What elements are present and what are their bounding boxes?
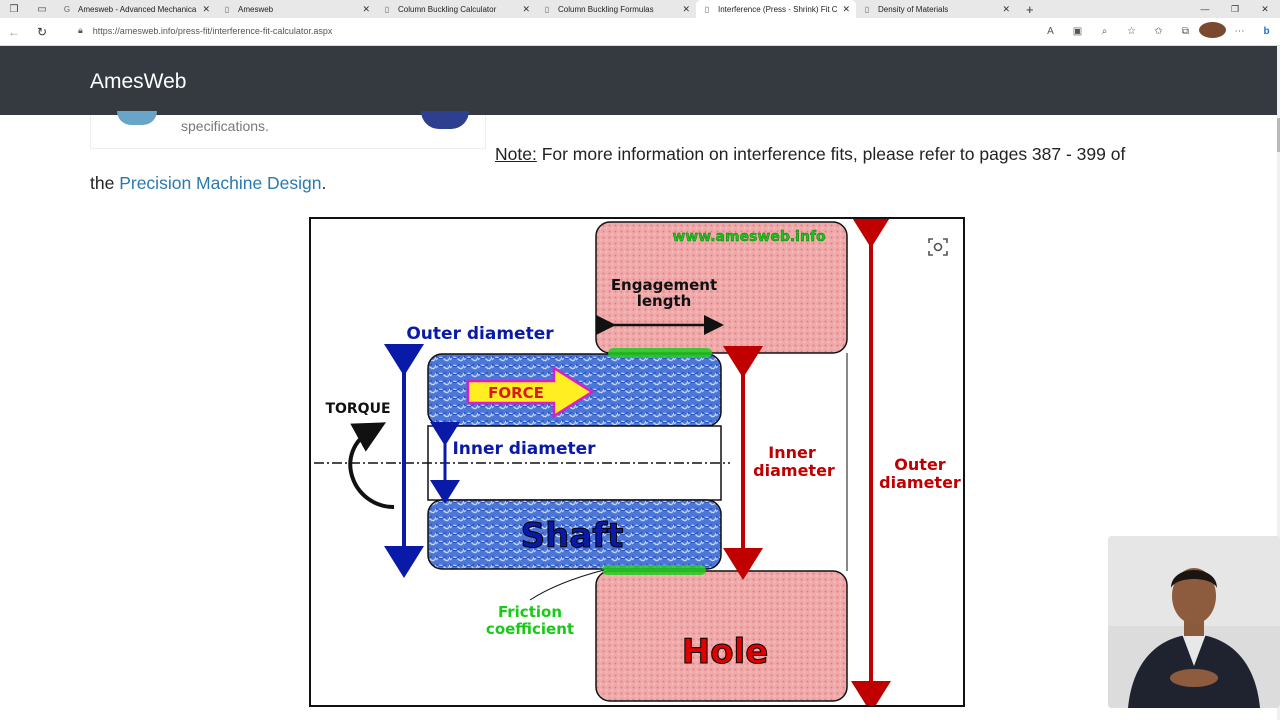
torque-label: TORQUE (325, 401, 390, 417)
force-arrow (466, 365, 595, 419)
torque-arrow (348, 422, 395, 509)
window-controls: — ❐ ✕ (1190, 0, 1280, 18)
scrollbar-thumb[interactable] (1277, 118, 1280, 152)
note-paragraph-line2: the Precision Machine Design. (90, 173, 327, 193)
browser-tab[interactable]: ▯Column Buckling Calculator✕ (376, 0, 536, 18)
note-label: Note: (495, 144, 537, 164)
hole-inner-diameter-label-line2: diameter (753, 461, 835, 480)
lock-icon[interactable]: 🔒︎ (78, 25, 83, 35)
engagement-label-line1: Engagement (611, 276, 717, 294)
workspaces-icon[interactable]: ❒ (9, 3, 19, 15)
card-text: specifications. (181, 118, 269, 134)
read-aloud-icon[interactable]: A (1047, 26, 1054, 37)
profile-icon[interactable] (1199, 22, 1226, 41)
bing-icon[interactable]: b (1263, 26, 1270, 37)
friction-label-line1: Friction (498, 603, 562, 621)
page-icon: ▯ (544, 4, 550, 14)
force-label: FORCE (488, 384, 544, 402)
note-paragraph: Note: For more information on interferen… (495, 144, 1125, 165)
hole-inner-diameter-label-line1: Inner (768, 443, 816, 462)
collections-icon[interactable]: ⧉ (1181, 26, 1190, 37)
browser-tab[interactable]: ▯Density of Materials✕ (856, 0, 1016, 18)
tab-actions-icon[interactable]: ▭ (37, 3, 47, 15)
shaft-lower-body (427, 499, 722, 570)
close-tab-icon[interactable]: ✕ (1002, 3, 1010, 14)
favorites-icon[interactable]: ✩ (1154, 26, 1163, 37)
card-image (117, 111, 157, 125)
hole-lower-block (595, 570, 848, 702)
site-header: AmesWeb (0, 46, 1277, 115)
note-text: For more information on interference fit… (536, 144, 1126, 164)
close-window-icon[interactable]: ✕ (1261, 3, 1269, 14)
close-tab-icon[interactable]: ✕ (202, 3, 210, 14)
watermark-text: www.amesweb.info (672, 229, 826, 245)
page-icon: ▯ (224, 4, 230, 14)
google-icon: G (63, 4, 71, 14)
site-logo[interactable]: AmesWeb (90, 70, 187, 93)
interference-fit-diagram: www.amesweb.info Engagement length Outer… (309, 217, 965, 707)
address-bar: ← ↻ 🔒︎ https://amesweb.info/press-fit/in… (0, 18, 1280, 46)
browser-toolbar: A ▣ ⌕ ☆ ✩ ⧉ ⋯ b (1037, 22, 1280, 41)
contact-zone-top (608, 348, 712, 358)
close-tab-icon[interactable]: ✕ (362, 3, 370, 14)
scrollbar[interactable] (1277, 46, 1280, 720)
contact-zone-bottom (602, 565, 706, 575)
hole-label: Hole (682, 632, 769, 672)
browser-tab-active[interactable]: ▯Interference (Press - Shrink) Fit C✕ (696, 0, 856, 18)
favorite-star-icon[interactable]: ☆ (1127, 26, 1136, 37)
visual-search-icon[interactable] (927, 236, 949, 258)
reload-icon[interactable]: ↻ (36, 24, 48, 39)
ad-card[interactable]: specifications. (90, 111, 486, 149)
page-icon: ▯ (704, 4, 710, 14)
browser-tab[interactable]: ▯Column Buckling Formulas✕ (536, 0, 696, 18)
hole-outer-diameter-label-line2: diameter (879, 473, 961, 492)
page-icon: ▯ (384, 4, 390, 14)
close-tab-icon[interactable]: ✕ (522, 3, 530, 14)
minimize-icon[interactable]: — (1200, 4, 1210, 14)
shaft-outer-diameter-label: Outer diameter (406, 324, 554, 344)
friction-leader-line (529, 569, 605, 601)
shaft-label: Shaft (521, 516, 624, 556)
zoom-icon[interactable]: ⌕ (1101, 26, 1108, 37)
engagement-label-line2: length (637, 292, 692, 310)
new-tab-icon[interactable]: + (1026, 1, 1034, 17)
shaft-inner-diameter-label: Inner diameter (452, 439, 596, 459)
card-image (421, 111, 469, 129)
browser-tab[interactable]: ▯Amesweb✕ (216, 0, 376, 18)
presenter-webcam (1108, 536, 1280, 708)
close-tab-icon[interactable]: ✕ (682, 3, 690, 14)
back-icon[interactable]: ← (8, 24, 20, 39)
reader-view-icon[interactable]: ▣ (1072, 26, 1083, 37)
friction-label-line2: coefficient (486, 620, 574, 638)
page-icon: ▯ (864, 4, 870, 14)
url-field[interactable]: 🔒︎ https://amesweb.info/press-fit/interf… (78, 25, 333, 36)
more-icon[interactable]: ⋯ (1234, 26, 1245, 37)
close-tab-icon[interactable]: ✕ (842, 3, 850, 14)
restore-icon[interactable]: ❐ (1230, 3, 1240, 14)
hole-outer-diameter-label-line1: Outer (894, 455, 945, 474)
precision-machine-design-link[interactable]: Precision Machine Design (119, 173, 322, 193)
